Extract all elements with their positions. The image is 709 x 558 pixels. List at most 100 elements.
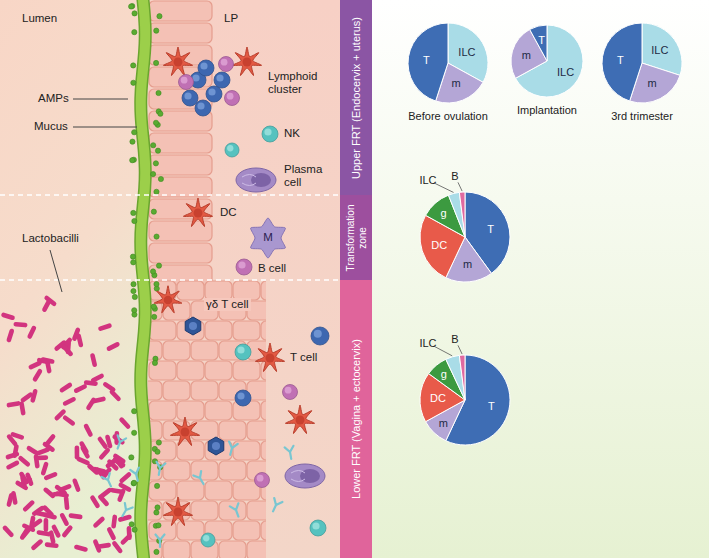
lactobacillus-rod [12,444,19,459]
callout-label: Mucus [34,120,68,133]
pie-chart: TILCmImplantation [500,18,595,143]
epithelial-cell [149,155,212,175]
b-cell [236,259,252,275]
pie-chart: ILCBgDCTm [405,172,525,292]
epithelial-cell [149,481,176,500]
amp-dot [132,308,137,313]
amp-dot [154,510,159,515]
region-band: Upper FRT (Endocervix + uterus) [340,0,372,195]
epithelial-cell [177,481,204,500]
plasma-cell [236,168,276,192]
lactobacillus-rod [30,388,38,403]
epithelial-cell [219,421,246,440]
pie-caption: Implantation [517,104,577,117]
lactobacillus-rod [2,525,15,538]
epithelial-cell [177,521,204,540]
lactobacillus-rod [20,525,32,539]
pie-slice [511,29,547,78]
epithelial-cell [233,361,260,380]
slice-label: g [441,368,447,381]
lactobacillus-rod [72,478,81,493]
amp-dot [155,449,160,454]
lactobacillus-rod [6,401,21,408]
lamina-propria [0,0,340,558]
amp-dot [132,294,137,299]
slice-label: DC [430,392,446,405]
amp-dot [154,189,159,194]
lactobacillus-rod [13,322,27,328]
lactobacillus-rod [117,488,126,503]
lactobacillus-rod [111,514,117,528]
dendritic-cell [154,286,182,313]
region-band: Transformation zone [340,195,372,280]
leader-line [73,127,137,128]
pie-chart: ILCBgDCmT [405,335,525,455]
amp-dot [152,314,157,319]
slice-label: ILC [557,66,574,79]
antibody [156,535,165,548]
lactobacillus-rod [15,480,29,491]
epithelial-cell [205,361,232,380]
dendritic-cell [183,198,212,227]
pie-slice [448,192,465,237]
antibody [226,442,238,456]
amp-dot [129,455,134,460]
leader-line [434,346,452,356]
slice-label: ILC [419,337,436,350]
dendritic-cell [232,47,261,76]
amp-dot [156,263,161,268]
lactobacillus-rod [85,397,96,411]
amp-dot [130,158,135,163]
amp-dot [131,481,136,486]
antibody [102,473,115,488]
epithelial-cell [233,321,260,340]
lactobacillus-rod [27,325,37,340]
t-cell [198,60,214,76]
slice-label: T [617,53,624,66]
pie-slice [408,23,448,101]
lactobacillus-rod [102,381,116,393]
antibody [113,435,126,450]
epithelial-cell [149,177,212,197]
amp-dot [154,483,159,488]
amp-dot [153,120,158,125]
antibody [193,471,207,486]
lactobacillus-rod [5,460,20,470]
amp-dot [151,304,156,309]
lactobacillus-rod [44,433,56,447]
epithelial-cell [247,501,266,520]
epithelial-cell [163,341,190,360]
gamma-delta-t-cell [208,437,224,455]
amp-dot [132,130,137,135]
pie-slice [530,25,547,61]
slice-label: T [488,400,495,413]
epithelial-cell [163,381,190,400]
band-label: Lower FRT (Vagina + ectocervix) [350,289,363,549]
amp-dot [156,90,161,95]
slice-label: m [522,49,531,62]
epithelial-cell [149,89,212,109]
cell-label: M [263,231,273,244]
amp-dot [154,28,159,33]
lactobacillus-rod [118,514,133,522]
amp-dot [132,409,137,414]
epithelial-cell [163,541,190,558]
epithelial-cell [205,321,232,340]
b-cell [219,57,234,72]
lactobacillus-rod [36,530,51,537]
epithelial-cell [149,1,212,21]
amp-dot [150,171,155,176]
lactobacillus-rod [106,341,121,351]
pie-caption: Before ovulation [408,110,488,123]
amp-dot [129,4,134,9]
epithelial-cell [233,521,260,540]
slice-label: m [452,77,461,90]
dendritic-cell [170,417,199,446]
amp-dot [153,161,158,166]
b-cell [283,385,298,400]
pie-graphic [405,335,525,455]
zone-divider [0,194,340,196]
lactobacillus-rod [64,496,70,510]
epithelial-cell [247,421,266,440]
amp-dot [132,30,137,35]
